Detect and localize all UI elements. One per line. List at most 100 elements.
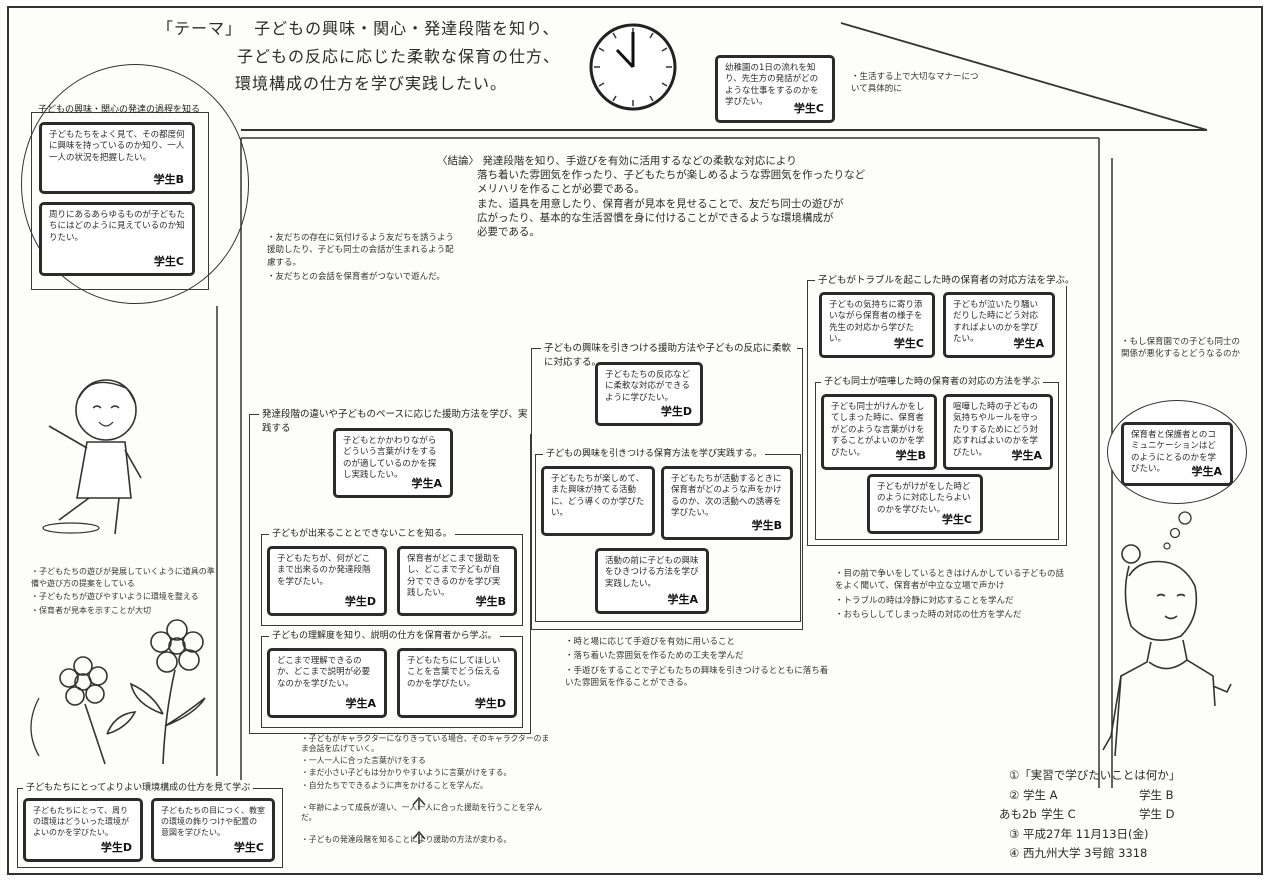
env-group-title: 子どもたちにとってよりよい環境構成の仕方を見て学ぶ — [23, 780, 253, 793]
note-item: ・まだ小さい子どもは分かりやすいように言葉がけをする。 — [301, 768, 553, 778]
note-item: ・友だちとの会話を保育者がつないで遊んだ。 — [267, 271, 457, 283]
cloud-card: 保育者と保護者とのコミュニケーションはどのようにとるのかを学びたい。 学生A — [1121, 422, 1233, 486]
child-illustration — [31, 368, 161, 548]
info-question: ①「実習で学びたいことは何か」 — [999, 768, 1249, 784]
card-text: 子どもたちをよく見て、その都度何に興味を持っているのか知り、一人一人の状況を把握… — [49, 130, 185, 164]
card-signature: 学生A — [1013, 337, 1044, 352]
interest-card-1: 子どもたちの反応などに柔軟な対応ができるように学びたい。 学生D — [595, 362, 703, 426]
card-signature: 学生A — [411, 477, 442, 492]
conclusion-label: 〈結論〉 — [437, 155, 479, 167]
note-item: ・子どもたちが遊びやすいように環境を整える — [31, 591, 215, 603]
trouble-group-title: 子どもがトラブルを起こした時の保育者の対応方法を学ぶ。 — [815, 272, 1078, 286]
conclusion-line: 必要である。 — [437, 225, 937, 239]
card-text: 子どもたちにとって、周りの環境はどういった環境がよいのかを学びたい。 — [33, 806, 133, 838]
conclusion-block: 〈結論〉 発達段階を知り、手遊びを有効に活用するなどの柔軟な対応により 落ち着い… — [437, 154, 937, 239]
left-circle-title: 子どもの興味・関心の発達の過程を知る — [35, 102, 203, 115]
conclusion-line: また、道具を用意したり、保育者が見本を見せることで、友だち同士の遊びが — [437, 197, 937, 211]
trouble-card-2: 子どもが泣いたり騒いだりした時にどう対応すればよいのかを学びたい。 学生A — [943, 292, 1055, 358]
card-signature: 学生A — [1011, 449, 1042, 464]
card-signature: 学生C — [894, 337, 924, 352]
card-text: どこまで理解できるのか、どこまで説明が必要なのかを学びたい。 — [277, 656, 377, 690]
card-text: 保育者がどこまで援助をし、どこまで子どもが自分でできるのかを学び実践したい。 — [407, 554, 507, 600]
trouble-card-3: 子ども同士がけんかをしてしまった時に、保育者がどのような言葉がけをすることがよい… — [821, 394, 937, 470]
info-student-c: 学生 C — [1041, 807, 1139, 823]
note-item: ・友だちの存在に気付けるよう友だちを誘うよう援助したり、子ども同士の会話が生まれ… — [267, 232, 457, 269]
interest-card-3: 子どもたちが活動するときに保育者がどのような声をかけるのか、次の活動への誘導を学… — [661, 466, 793, 540]
card-signature: 学生C — [234, 841, 264, 856]
card-signature: 学生A — [1191, 465, 1222, 480]
interest-card-4: 活動の前に子どもの興味をひきつける方法を学び実践したい。 学生A — [595, 548, 709, 614]
info-date: ③ 平成27年 11月13日(金) — [999, 827, 1249, 843]
dev-card-5: 子どもたちにしてほしいことを言葉でどう伝えるのかを学びたい。 学生D — [397, 648, 517, 718]
info-place: ④ 西九州大学 3号館 3318 — [999, 846, 1249, 862]
note-item: ・子どもたちの遊びが発展していくように道具の準備や遊び方の提案をしている — [31, 566, 215, 589]
card-text: 子どもたちの目につく、教室の環境の飾りつけや配置の意図を学びたい。 — [161, 806, 265, 838]
card-text: 子どもたちが楽しめて、また興味が持てる活動に、どう導くのか学びたい。 — [551, 474, 645, 520]
dev-subgroup1-title: 子どもが出来ることとできないことを知る。 — [269, 526, 455, 539]
conclusion-line: 広がったり、基本的な生活習慣を身に付けることができるような環境構成が — [437, 211, 937, 225]
card-text: 子どもとかかわりながらどういう言葉がけをするのが適しているのかを探し実践したい。 — [343, 436, 443, 482]
mid-notes: ・時と場に応じて手遊びを有効に用いること ・落ち着いた雰囲気を作るための工夫を学… — [565, 636, 835, 691]
card-signature: 学生B — [752, 519, 782, 534]
info-student-d: 学生 D — [1139, 807, 1175, 823]
trouble-card-1: 子どもの気持ちに寄り添いながら保育者の様子を先生の対応から学びたい。 学生C — [819, 292, 935, 358]
info-student-a: ② 学生 A — [1009, 788, 1139, 804]
conclusion-line: メリハリを作ることが必要である。 — [437, 182, 937, 196]
env-card-1: 子どもたちにとって、周りの環境はどういった環境がよいのかを学びたい。 学生D — [23, 798, 143, 862]
note-item: ・子どもの発達段階を知ることにより援助の方法が変わる。 — [301, 835, 553, 845]
flower-illustration — [35, 614, 225, 774]
card-signature: 学生A — [667, 593, 698, 608]
dev-card-4: どこまで理解できるのか、どこまで説明が必要なのかを学びたい。 学生A — [267, 648, 387, 718]
left-notes: ・友だちの存在に気付けるよう友だちを誘うよう援助したり、子ども同士の会話が生まれ… — [267, 232, 457, 285]
card-signature: 学生B — [896, 449, 926, 464]
note-item: ・落ち着いた雰囲気を作るための工夫を学んだ — [565, 650, 835, 662]
card-signature: 学生B — [154, 173, 184, 188]
dev-card-1: 子どもとかかわりながらどういう言葉がけをするのが適しているのかを探し実践したい。… — [333, 428, 453, 498]
note-item: ・目の前で争いをしているときはけんかしている子どもの話をよく聞いて、保育者が中立… — [835, 568, 1067, 593]
right-mid-notes: ・目の前で争いをしているときはけんかしている子どもの話をよく聞いて、保育者が中立… — [835, 568, 1067, 623]
card-text: 子どもたちが活動するときに保育者がどのような声をかけるのか、次の活動への誘導を学… — [671, 474, 783, 520]
card-text: 周りにあるあらゆるものが子どもたちにはどのように見えているのか知りたい。 — [49, 210, 185, 244]
bottom-notes: ・子どもがキャラクターになりきっている場合、そのキャラクターのまま会話を広げてい… — [301, 734, 553, 847]
note-item: ・年齢によって成長が違い、一人一人に合った援助を行うことを学んだ。 — [301, 803, 553, 823]
card-signature: 学生D — [475, 697, 506, 712]
teacher-illustration — [1091, 536, 1241, 766]
card-signature: 学生D — [661, 405, 692, 420]
note-item: ・一人一人に合った言葉がけをする — [301, 756, 553, 766]
note-item: ・手遊びをすることで子どもたちの興味を引きつけるとともに落ち着いた雰囲気を作るこ… — [565, 665, 835, 690]
info-grade: あも2b — [999, 807, 1041, 823]
card-text: 活動の前に子どもの興味をひきつける方法を学び実践したい。 — [605, 556, 699, 590]
env-card-2: 子どもたちの目につく、教室の環境の飾りつけや配置の意図を学びたい。 学生C — [151, 798, 275, 862]
left-mid-notes: ・子どもたちの遊びが発展していくように道具の準備や遊び方の提案をしている ・子ど… — [31, 566, 215, 618]
trouble-card-5: 子どもがけがをした時どのように対応したらよいのかを学びたい。 学生C — [867, 474, 983, 534]
note-item: ・時と場に応じて手遊びを有効に用いること — [565, 636, 835, 648]
card-text: 子どもがけがをした時どのように対応したらよいのかを学びたい。 — [877, 482, 973, 516]
card-text: 子どもたちにしてほしいことを言葉でどう伝えるのかを学びたい。 — [407, 656, 507, 690]
note-item: ・トラブルの時は冷静に対応することを学んだ — [835, 595, 1067, 607]
interest-card-2: 子どもたちが楽しめて、また興味が持てる活動に、どう導くのか学びたい。 — [541, 466, 655, 536]
conclusion-line: 落ち着いた雰囲気を作ったり、子どもたちが楽しめるような雰囲気を作ったりなど — [437, 168, 937, 182]
card-text: 子どもたちの反応などに柔軟な対応ができるように学びたい。 — [605, 370, 693, 404]
card-signature: 学生D — [101, 841, 132, 856]
note-item: ・子どもがキャラクターになりきっている場合、そのキャラクターのまま会話を広げてい… — [301, 734, 553, 754]
trouble-card-4: 喧嘩した時の子どもの気持ちやルールを守ったりするためにどう対応すればよいのかを学… — [943, 394, 1053, 470]
fight-subgroup-title: 子ども同士が喧嘩した時の保育者の対応の方法を学ぶ — [821, 374, 1043, 387]
note-item: ・自分たちでできるように声をかけることを学んだ。 — [301, 781, 553, 791]
info-student-b: 学生 B — [1139, 788, 1174, 804]
card-signature: 学生A — [345, 697, 376, 712]
left-card-1: 子どもたちをよく見て、その都度何に興味を持っているのか知り、一人一人の状況を把握… — [39, 122, 195, 194]
interest-subgroup-title: 子どもの興味を引きつける保育方法を学び実践する。 — [543, 446, 765, 459]
card-text: 子どもたちが、何がどこまで出来るのか発達段階を学びたい。 — [277, 554, 377, 588]
note-item: ・おもらししてしまった時の対応の仕方を学んだ — [835, 609, 1067, 621]
poster: 「テーマ」 子どもの興味・関心・発達段階を知り、 子どもの反応に応じた柔軟な保育… — [7, 6, 1263, 875]
conclusion-line: 発達段階を知り、手遊びを有効に活用するなどの柔軟な対応により — [482, 155, 796, 167]
card-signature: 学生C — [154, 255, 184, 270]
dev-card-2: 子どもたちが、何がどこまで出来るのか発達段階を学びたい。 学生D — [267, 546, 387, 616]
dev-subgroup2-title: 子どもの理解度を知り、説明の仕方を保育者から学ぶ。 — [269, 628, 500, 641]
card-signature: 学生C — [942, 513, 972, 528]
right-note: ・もし保育園での子ども同士の関係が悪化するとどうなるのか — [1121, 336, 1245, 361]
card-signature: 学生D — [345, 595, 376, 610]
dev-card-3: 保育者がどこまで援助をし、どこまで子どもが自分でできるのかを学び実践したい。 学… — [397, 546, 517, 616]
info-block: ①「実習で学びたいことは何か」 ② 学生 A 学生 B あも2b 学生 C 学生… — [999, 768, 1249, 862]
card-signature: 学生B — [476, 595, 506, 610]
